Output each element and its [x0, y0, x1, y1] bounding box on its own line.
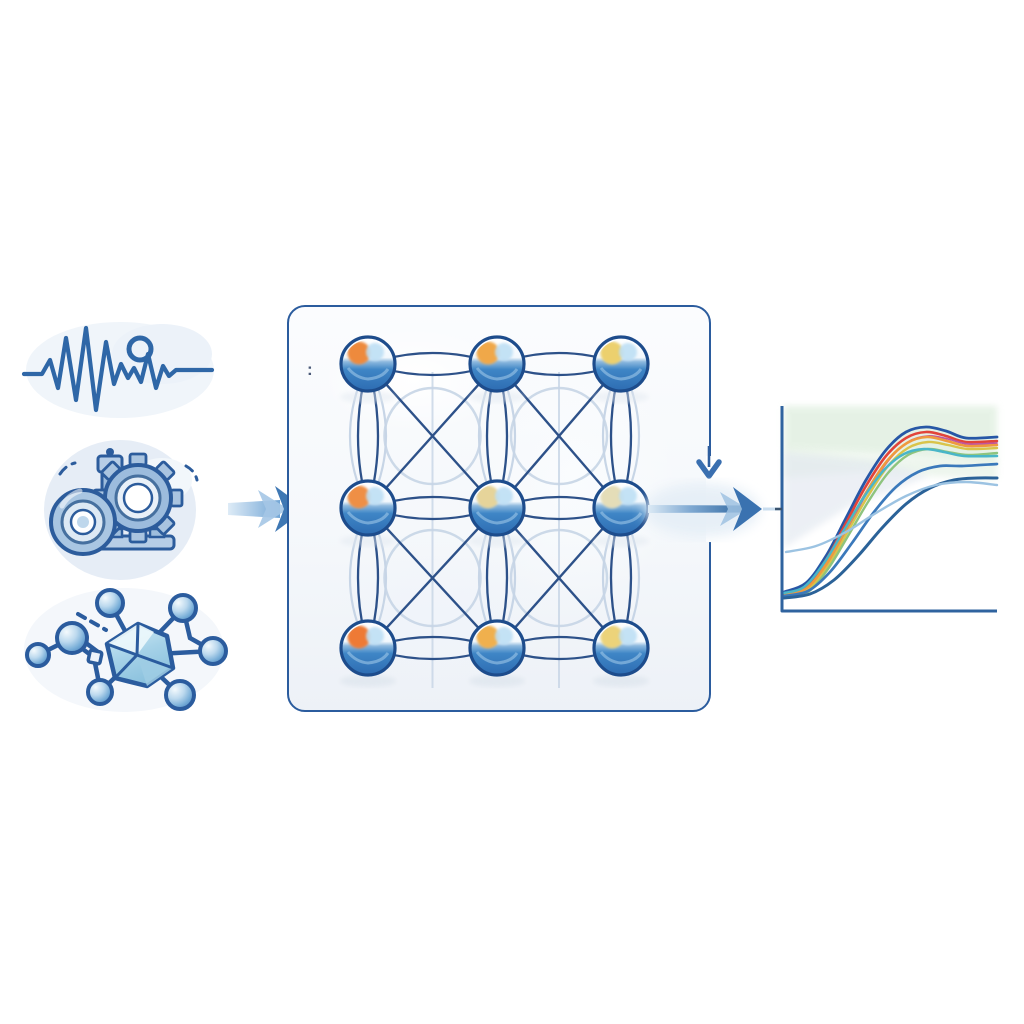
molecule-icon	[14, 578, 236, 720]
curve-cyan	[782, 447, 999, 595]
gear-hole	[122, 482, 154, 514]
chart-axes	[780, 406, 997, 613]
curve-lightblue	[784, 480, 999, 554]
molecule-atoms	[25, 588, 228, 711]
mint-band-top	[784, 406, 997, 464]
curve-steel	[782, 476, 999, 600]
curve-navy	[782, 425, 999, 594]
bond-square	[86, 648, 104, 666]
output-chart	[765, 393, 1015, 618]
down-arrow-icon	[696, 446, 722, 479]
curve-orange	[783, 435, 999, 597]
chart-canvas	[775, 406, 999, 613]
waveform-circle	[126, 335, 154, 363]
gears-icon-svg	[44, 440, 199, 580]
dashed-bond	[76, 612, 108, 632]
molecule-icon-svg	[24, 588, 228, 712]
gears-icon	[40, 434, 206, 584]
waveform-icon-svg	[21, 322, 215, 418]
output-arrow-icon	[644, 483, 780, 537]
waveform-icon	[20, 316, 220, 422]
ellipsis-dots: :	[307, 360, 313, 379]
curve-blue	[782, 462, 999, 598]
network-graph	[339, 335, 650, 688]
waveform-line	[21, 325, 215, 413]
